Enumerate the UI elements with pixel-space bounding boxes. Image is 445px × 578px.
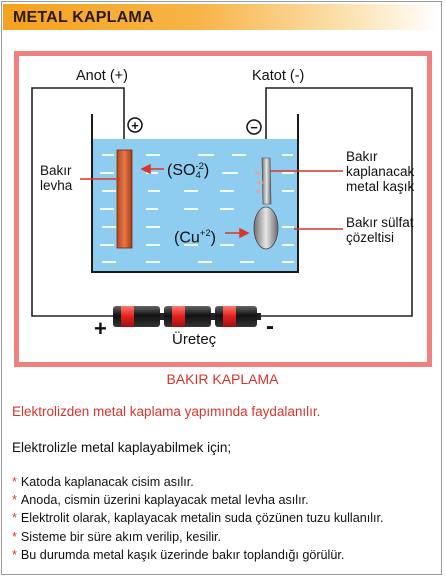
- bullet-star-icon: *: [12, 475, 17, 489]
- copper-ion-label: (Cu+2): [174, 228, 216, 247]
- bullet-star-icon: *: [12, 529, 17, 544]
- list-item: *Katoda kaplanacak cisim asılır.: [12, 475, 194, 489]
- cathode-label: Katot (-): [252, 68, 305, 84]
- source-plus: +: [94, 316, 107, 341]
- subtitle-text: Elektrolizle metal kaplayabilmek için;: [12, 440, 232, 455]
- spoon-label: Bakır kaplanacak metal kaşık: [346, 149, 415, 194]
- anode-label: Anot (+): [76, 68, 128, 84]
- list-item: *Sisteme bir süre akım verilip, kesilir.: [12, 529, 222, 544]
- intro-text: Elektrolizden metal kaplama yapımında fa…: [12, 404, 321, 419]
- title-bar: METAL KAPLAMA: [3, 4, 439, 30]
- source-label: Üreteç: [172, 331, 217, 348]
- bullet-star-icon: *: [12, 547, 17, 562]
- solution-label: Bakır sülfat çözeltisi: [346, 215, 414, 245]
- diagram-caption: BAKIR KAPLAMA: [166, 371, 279, 387]
- page-title: METAL KAPLAMA: [13, 9, 154, 26]
- requirements-list: *Katoda kaplanacak cisim asılır. *Anoda,…: [12, 473, 384, 564]
- sulfate-ion-label: (SO -2 4 ): [167, 161, 210, 181]
- list-item: *Elektrolit olarak, kaplayacak metalin s…: [12, 511, 384, 526]
- bullet-star-icon: *: [12, 493, 17, 508]
- source-minus: -: [266, 313, 274, 340]
- list-item: *Anoda, cismin üzerini kaplayacak metal …: [12, 493, 309, 508]
- diagram-frame: [14, 51, 432, 367]
- bullet-star-icon: *: [12, 511, 17, 526]
- list-item: *Bu durumda metal kaşık üzerinde bakır t…: [12, 547, 345, 562]
- copper-plate-label: Bakır levha: [40, 163, 73, 193]
